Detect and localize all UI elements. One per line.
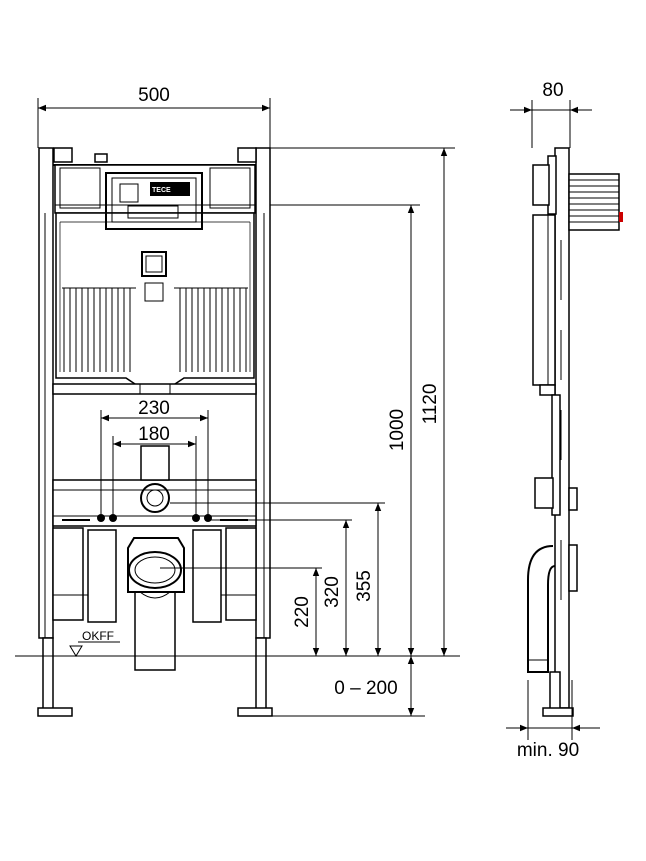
min-depth-label: min. 90 — [517, 740, 579, 761]
dim-height-220: 220 — [292, 568, 320, 656]
dim-depth: 80 — [510, 80, 592, 148]
dim-width: 500 — [37, 85, 271, 148]
front-view: TECE — [15, 85, 460, 717]
dim-min-depth: min. 90 — [506, 680, 600, 761]
flush-actuator-plate: TECE — [105, 172, 203, 230]
width-label: 500 — [138, 85, 170, 106]
logo-text: TECE — [152, 187, 171, 194]
dim-inner-spacing: 180 — [112, 424, 197, 515]
dim-height-1000: 1000 — [387, 205, 415, 656]
floor-marker: OKFF — [69, 629, 120, 657]
side-frame — [527, 147, 623, 717]
dim-height-320: 320 — [322, 520, 350, 656]
dim-outer-spacing: 230 — [100, 398, 209, 515]
cistern-ribs — [62, 287, 248, 372]
height-1000-label: 1000 — [387, 409, 408, 451]
height-reference-lines — [160, 147, 455, 717]
leg-adjust-label: 0 – 200 — [334, 678, 397, 699]
dim-height-355: 355 — [354, 503, 382, 656]
floor-label: OKFF — [82, 629, 114, 643]
height-355-label: 355 — [354, 570, 375, 602]
height-220-label: 220 — [292, 596, 313, 628]
outer-spacing-label: 230 — [138, 398, 170, 419]
height-1120-label: 1120 — [420, 384, 441, 425]
height-320-label: 320 — [322, 576, 343, 608]
inspection-opening — [141, 251, 167, 302]
inner-spacing-label: 180 — [138, 424, 170, 445]
waste-connection — [127, 537, 185, 599]
flush-connection — [97, 483, 212, 522]
side-view: 80 — [506, 80, 623, 761]
depth-label: 80 — [542, 80, 563, 101]
dim-leg-adjust: 0 – 200 — [334, 656, 415, 716]
dim-height-1120: 1120 — [420, 148, 448, 656]
